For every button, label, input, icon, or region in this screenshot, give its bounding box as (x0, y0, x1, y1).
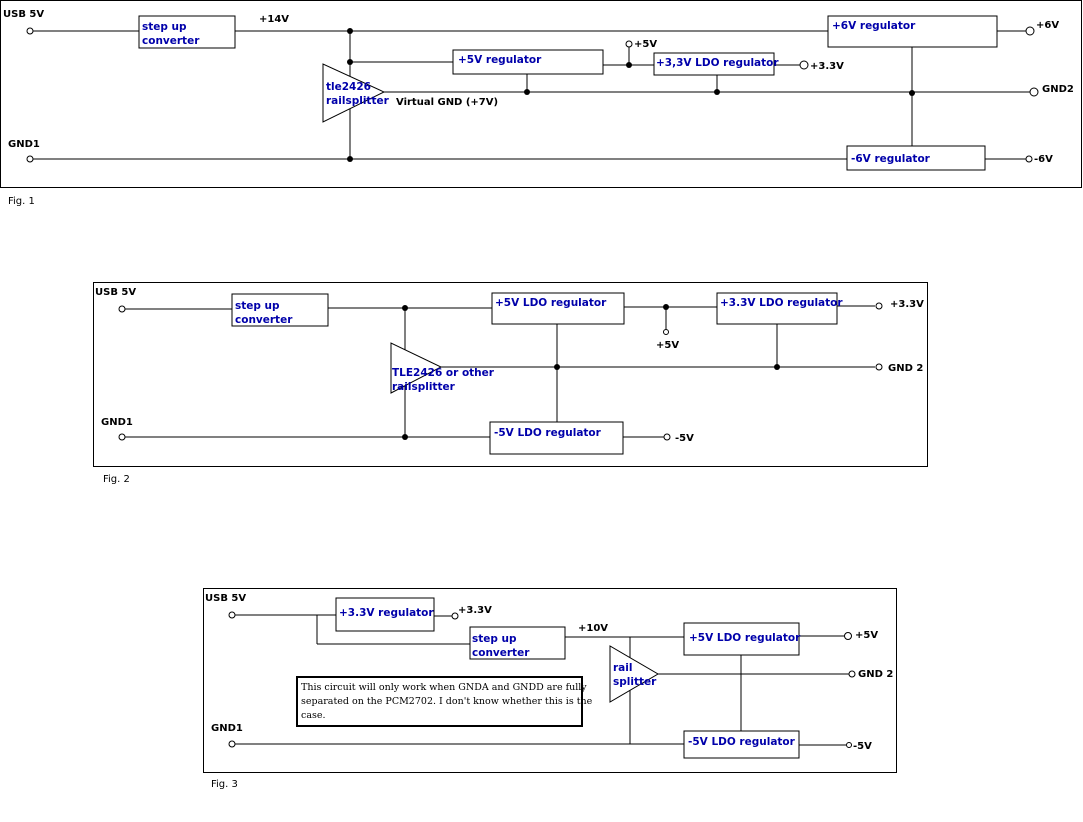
fig2-splitter-label-2: railsplitter (392, 381, 456, 393)
fig1-virtual-gnd-label: Virtual GND (+7V) (396, 97, 498, 108)
fig3-usb-label: USB 5V (205, 593, 246, 604)
fig3-33v-terminal (451, 612, 459, 620)
fig1-railsplitter-triangle (322, 63, 386, 123)
fig3-gnd1-label: GND1 (211, 723, 243, 734)
fig3-stepup-box (469, 626, 566, 660)
fig2-5v-output-label: +5V (656, 340, 679, 351)
fig1-gnd2-label: GND2 (1042, 84, 1074, 95)
fig2-m5v-regulator-label: -5V LDO regulator (494, 427, 602, 439)
fig3-railsplitter-triangle (609, 645, 659, 703)
fig3-stepup-label-2: converter (472, 647, 530, 659)
fig3-frame (203, 588, 897, 773)
fig2-5v-regulator-box (491, 292, 625, 325)
figure-3: This circuit will only work when GNDA an… (203, 588, 897, 790)
fig1-splitter-label-1: tle2426 (326, 81, 371, 93)
fig2-gnd2-label: GND 2 (888, 363, 923, 374)
fig1-33v-regulator-box (653, 52, 775, 76)
fig1-m6v-output-label: -6V (1034, 154, 1053, 165)
fig3-33v-regulator-box (335, 597, 435, 632)
fig3-usb-terminal (228, 611, 236, 619)
fig1-gnd1-terminal (26, 155, 34, 163)
fig3-note-line-3: case. (301, 710, 326, 721)
fig1-frame (0, 0, 1082, 188)
fig2-splitter-label-1: TLE2426 or other (392, 367, 495, 379)
fig2-gnd2-terminal (875, 363, 883, 371)
fig1-33v-output-label: +3.3V (810, 61, 844, 72)
fig2-33v-terminal (875, 302, 883, 310)
fig2-usb-terminal (118, 305, 126, 313)
fig1-stepup-box (138, 15, 236, 49)
fig1-6v-regulator-box (827, 15, 998, 48)
fig1-6v-regulator-label: +6V regulator (832, 20, 916, 32)
fig1-5v-regulator-box (452, 49, 604, 75)
fig3-33v-output-label: +3.3V (458, 605, 492, 616)
fig3-m5v-terminal (846, 742, 852, 748)
fig2-5v-terminal (663, 329, 669, 335)
fig3-gnd2-label: GND 2 (858, 669, 893, 680)
fig3-10v-label: +10V (578, 623, 608, 634)
fig3-33v-regulator-label: +3.3V regulator (339, 607, 434, 619)
fig3-note-box (296, 676, 583, 727)
fig3-note-line-2: separated on the PCM2702. I don't know w… (301, 696, 593, 707)
fig3-5v-terminal (844, 632, 852, 640)
fig3-m5v-regulator-box (683, 730, 800, 759)
fig1-33v-terminal (799, 60, 809, 70)
fig1-33v-regulator-label: +3,3V LDO regulator (656, 57, 779, 69)
fig2-gnd1-terminal (118, 433, 126, 441)
fig2-frame (93, 282, 928, 467)
fig3-5v-regulator-box (683, 622, 800, 656)
fig1-m6v-regulator-box (846, 145, 986, 171)
figure-2: USB 5V GND1 step up converter +5V LDO re… (93, 282, 928, 485)
fig3-splitter-label-1: rail (613, 662, 632, 674)
fig3-5v-output-label: +5V (855, 630, 878, 641)
fig1-14v-label: +14V (259, 14, 289, 25)
fig2-stepup-label-2: converter (235, 314, 293, 326)
fig3-note-line-1: This circuit will only work when GNDA an… (301, 682, 587, 693)
fig1-6v-output-label: +6V (1036, 20, 1059, 31)
fig2-stepup-box (231, 293, 329, 327)
fig1-caption: Fig. 1 (8, 196, 35, 207)
fig2-5v-regulator-label: +5V LDO regulator (495, 297, 607, 309)
fig3-m5v-regulator-label: -5V LDO regulator (688, 736, 796, 748)
fig2-33v-regulator-label: +3.3V LDO regulator (720, 297, 843, 309)
fig1-5v-terminal (625, 40, 633, 48)
fig1-gnd1-label: GND1 (8, 139, 40, 150)
fig3-gnd2-terminal (848, 670, 856, 678)
fig1-6v-terminal (1025, 26, 1035, 36)
fig3-splitter-label-2: splitter (613, 676, 657, 688)
fig1-m6v-regulator-label: -6V regulator (851, 153, 931, 165)
fig2-m5v-terminal (663, 433, 671, 441)
fig3-5v-regulator-label: +5V LDO regulator (689, 632, 801, 644)
figure-1: USB 5V GND1 step up converter +14V +6V r… (0, 0, 1082, 207)
fig3-m5v-output-label: -5V (853, 741, 872, 752)
fig1-splitter-label-2: railsplitter (326, 95, 390, 107)
fig1-stepup-label-2: converter (142, 35, 200, 47)
fig1-5v-regulator-label: +5V regulator (458, 54, 542, 66)
fig1-gnd2-terminal (1029, 87, 1039, 97)
fig1-usb-terminal (26, 27, 34, 35)
fig2-stepup-label-1: step up (235, 300, 280, 312)
fig2-gnd1-label: GND1 (101, 417, 133, 428)
fig3-stepup-label-1: step up (472, 633, 517, 645)
fig3-gnd1-terminal (228, 740, 236, 748)
fig1-usb-label: USB 5V (3, 9, 44, 20)
fig2-m5v-regulator-box (489, 421, 624, 455)
fig3-caption: Fig. 3 (211, 779, 238, 790)
fig2-m5v-output-label: -5V (675, 433, 694, 444)
fig2-usb-label: USB 5V (95, 287, 136, 298)
fig1-stepup-label-1: step up (142, 21, 187, 33)
fig2-33v-regulator-box (716, 292, 838, 325)
fig1-m6v-terminal (1025, 155, 1033, 163)
fig1-5v-output-label: +5V (634, 39, 657, 50)
fig2-railsplitter-triangle (390, 342, 443, 394)
fig2-33v-output-label: +3.3V (890, 299, 924, 310)
fig2-caption: Fig. 2 (103, 474, 130, 485)
